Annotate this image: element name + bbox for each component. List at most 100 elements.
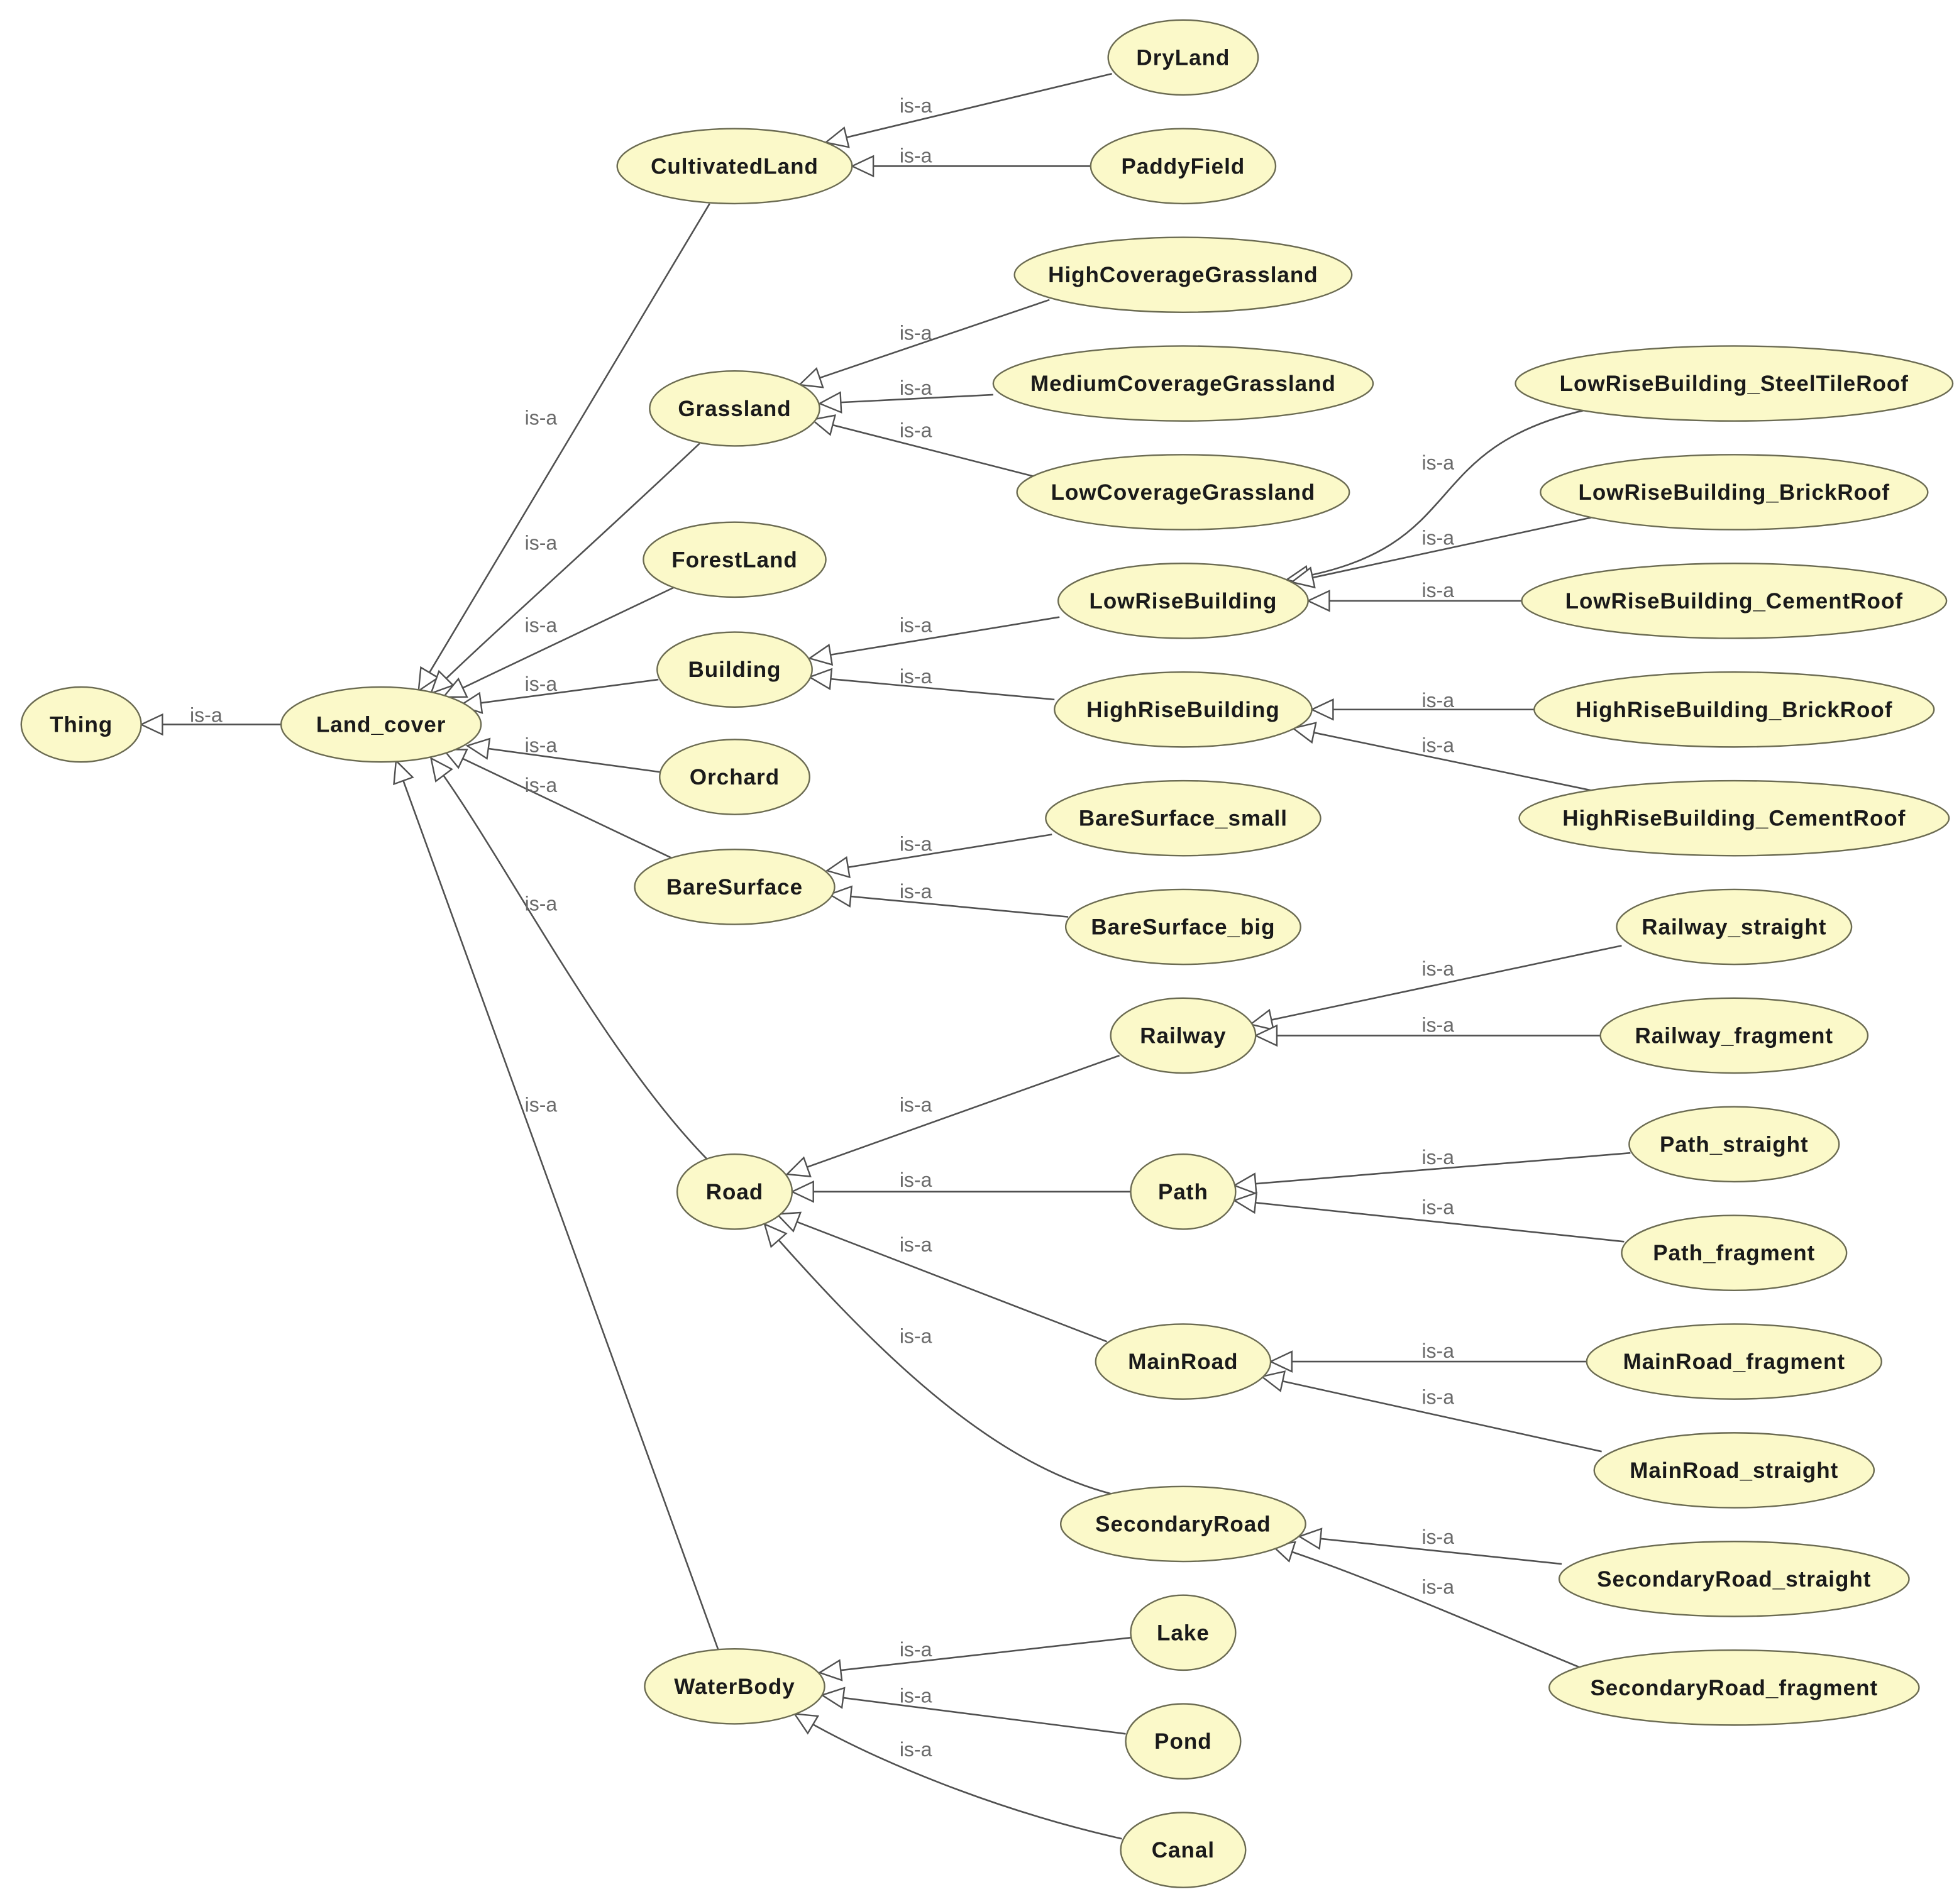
node-waterbody[interactable]: WaterBody <box>644 1648 825 1725</box>
node-baresurface-small[interactable]: BareSurface_small <box>1045 779 1322 857</box>
edge-line <box>443 749 675 861</box>
is-a-arrowhead <box>1249 1008 1275 1031</box>
node-baresurface-big[interactable]: BareSurface_big <box>1064 888 1301 966</box>
node-secondaryroad-straight[interactable]: SecondaryRoad_straight <box>1558 1541 1910 1617</box>
edge-line <box>1234 1199 1625 1243</box>
node-label: LowRiseBuilding <box>1089 589 1277 614</box>
edge-land-cover-to-thing <box>139 713 282 736</box>
node-ellipse <box>1054 671 1313 748</box>
node-path-fragment[interactable]: Path_fragment <box>1621 1214 1848 1292</box>
node-lowrisebuilding-steeltileroof[interactable]: LowRiseBuilding_SteelTileRoof <box>1515 345 1954 422</box>
edge-label-is-a: is-a <box>525 407 558 429</box>
node-paddyfield[interactable]: PaddyField <box>1090 128 1277 205</box>
node-mainroad[interactable]: MainRoad <box>1095 1323 1272 1400</box>
is-a-arrowhead <box>1306 590 1330 612</box>
edge-canal-to-waterbody <box>793 1713 1122 1840</box>
node-ellipse <box>1548 1649 1920 1726</box>
edge-label-is-a: is-a <box>1421 1576 1454 1599</box>
edge-line <box>395 760 719 1651</box>
node-highrisebuilding-brickroof[interactable]: HighRiseBuilding_BrickRoof <box>1533 671 1935 748</box>
edge-label-is-a: is-a <box>1421 689 1454 712</box>
edge-label-is-a: is-a <box>525 673 558 695</box>
node-ellipse <box>1533 671 1935 748</box>
node-label: MainRoad_straight <box>1630 1458 1838 1483</box>
node-lowrisebuilding-brickroof[interactable]: LowRiseBuilding_BrickRoof <box>1540 454 1929 531</box>
edge-line <box>1250 945 1622 1025</box>
node-ellipse <box>1628 1106 1840 1183</box>
edge-label-is-a: is-a <box>525 734 558 756</box>
node-pond[interactable]: Pond <box>1125 1703 1242 1780</box>
node-label: Railway_fragment <box>1635 1023 1834 1048</box>
node-label: LowRiseBuilding_BrickRoof <box>1578 480 1890 505</box>
node-label: CultivatedLand <box>651 154 819 179</box>
is-a-arrowhead <box>417 666 439 693</box>
edge-label-is-a: is-a <box>1421 1526 1454 1548</box>
edge-line <box>819 1636 1131 1674</box>
is-a-arrowhead <box>1260 1370 1286 1392</box>
node-cultivatedland[interactable]: CultivatedLand <box>616 128 853 205</box>
node-land-cover[interactable]: Land_cover <box>280 686 482 763</box>
node-highrisebuilding[interactable]: HighRiseBuilding <box>1054 671 1313 748</box>
is-a-arrowhead <box>393 759 414 786</box>
node-ellipse <box>1107 19 1259 96</box>
edge-label-is-a: is-a <box>900 322 932 344</box>
node-lake[interactable]: Lake <box>1130 1594 1237 1671</box>
node-ellipse <box>1057 563 1309 639</box>
node-road[interactable]: Road <box>676 1153 793 1230</box>
node-secondaryroad-fragment[interactable]: SecondaryRoad_fragment <box>1548 1649 1920 1726</box>
node-dryland[interactable]: DryLand <box>1107 19 1259 96</box>
node-baresurface[interactable]: BareSurface <box>634 849 836 925</box>
edge-secondaryroad-straight-to-secondaryroad <box>1297 1527 1562 1565</box>
node-thing[interactable]: Thing <box>20 686 142 763</box>
node-canal[interactable]: Canal <box>1120 1812 1247 1888</box>
edge-dryland-to-cultivatedland <box>824 72 1112 148</box>
is-a-arrowhead <box>810 414 837 436</box>
node-highrisebuilding-cementroof[interactable]: HighRiseBuilding_CementRoof <box>1518 779 1950 857</box>
node-railway-straight[interactable]: Railway_straight <box>1616 888 1853 966</box>
edges-layer <box>139 72 1631 1840</box>
node-secondaryroad[interactable]: SecondaryRoad <box>1059 1485 1306 1563</box>
node-building[interactable]: Building <box>656 631 813 708</box>
edge-line <box>1286 409 1587 581</box>
is-a-arrowhead <box>429 757 453 783</box>
node-ellipse <box>1599 997 1869 1074</box>
node-highcoveragegrassland[interactable]: HighCoverageGrassland <box>1013 236 1353 314</box>
node-mainroad-fragment[interactable]: MainRoad_fragment <box>1586 1323 1882 1400</box>
edge-label-is-a: is-a <box>1421 451 1454 474</box>
node-orchard[interactable]: Orchard <box>659 739 810 815</box>
is-a-arrowhead <box>1291 722 1317 744</box>
is-a-arrowhead <box>465 737 491 760</box>
node-ellipse <box>649 370 820 447</box>
edge-mediumcoveragegrassland-to-grassland <box>817 391 993 414</box>
edge-line <box>1291 516 1594 583</box>
node-ellipse <box>676 1153 793 1230</box>
edge-path-straight-to-path <box>1232 1152 1631 1195</box>
node-ellipse <box>1540 454 1929 531</box>
node-label: Railway <box>1140 1023 1226 1048</box>
is-a-arrowhead <box>850 155 875 178</box>
edge-line <box>819 393 993 405</box>
node-grassland[interactable]: Grassland <box>649 370 820 447</box>
node-forestland[interactable]: ForestLand <box>643 521 827 598</box>
edge-line <box>827 834 1052 872</box>
node-mainroad-straight[interactable]: MainRoad_straight <box>1593 1432 1875 1509</box>
node-ellipse <box>1045 779 1322 857</box>
edge-line <box>1299 1536 1562 1565</box>
node-label: BareSurface_small <box>1079 806 1288 831</box>
node-path-straight[interactable]: Path_straight <box>1628 1106 1840 1183</box>
is-a-arrowhead <box>825 856 851 879</box>
is-a-arrowhead <box>807 644 834 666</box>
edge-label-is-a: is-a <box>900 419 932 442</box>
node-lowcoveragegrassland[interactable]: LowCoverageGrassland <box>1016 454 1350 531</box>
edge-lake-to-waterbody <box>817 1636 1131 1681</box>
edge-label-is-a: is-a <box>900 880 932 903</box>
node-label: BareSurface <box>666 875 803 900</box>
node-mediumcoveragegrassland[interactable]: MediumCoverageGrassland <box>992 345 1374 422</box>
node-ellipse <box>1110 997 1257 1074</box>
node-path[interactable]: Path <box>1130 1153 1237 1230</box>
node-railway[interactable]: Railway <box>1110 997 1257 1074</box>
is-a-arrowhead <box>441 677 468 698</box>
node-lowrisebuilding[interactable]: LowRiseBuilding <box>1057 563 1309 639</box>
node-railway-fragment[interactable]: Railway_fragment <box>1599 997 1869 1074</box>
node-lowrisebuilding-cementroof[interactable]: LowRiseBuilding_CementRoof <box>1521 563 1948 639</box>
